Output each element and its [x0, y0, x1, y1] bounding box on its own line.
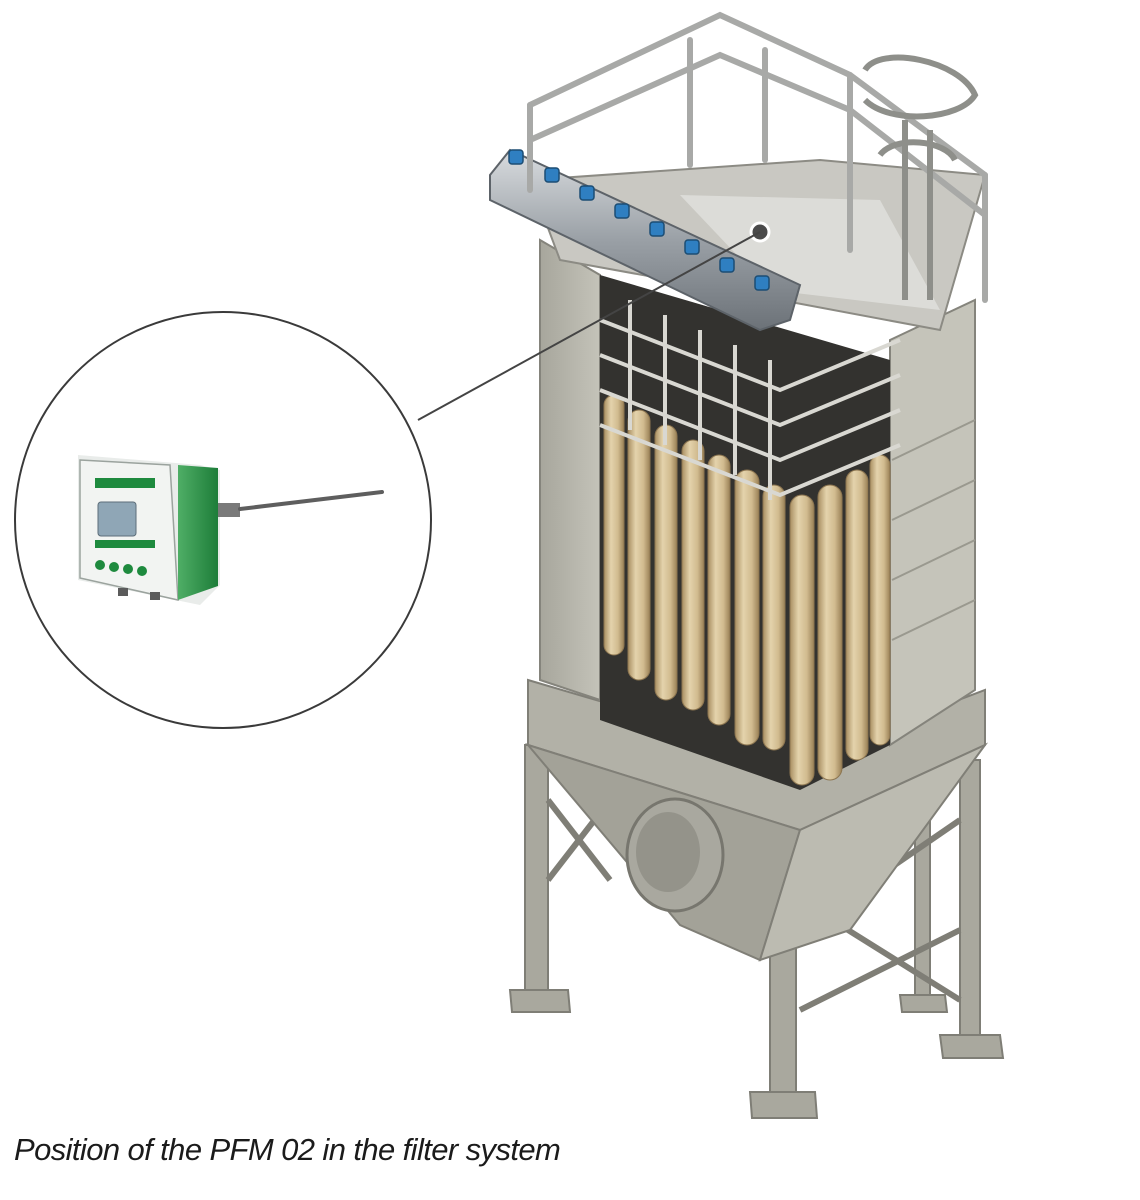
pfm-device-icon	[78, 455, 220, 605]
device-display	[97, 501, 137, 537]
sensor-probe-icon	[218, 490, 384, 517]
figure-caption: Position of the PFM 02 in the filter sys…	[14, 1132, 561, 1167]
ladder	[862, 54, 979, 300]
filter-bags	[603, 394, 891, 786]
callout-line	[417, 231, 761, 421]
railing	[527, 11, 988, 303]
compressed-air-manifold	[489, 148, 802, 332]
top-deck	[528, 158, 987, 332]
callout-circle	[14, 311, 432, 729]
bag-cage-grid	[599, 300, 901, 500]
